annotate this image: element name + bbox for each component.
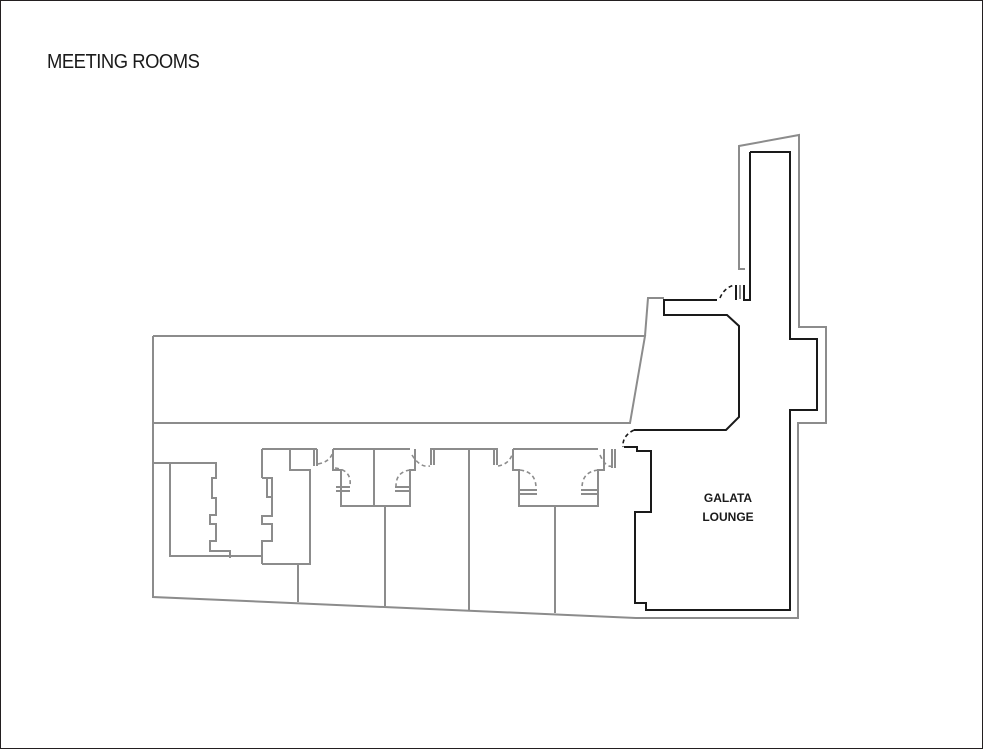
meeting-rooms-row (153, 285, 741, 613)
wall-stub-2 (313, 449, 318, 466)
upper-connector (644, 297, 664, 337)
door-swing-7 (581, 469, 599, 489)
lounge-wall (624, 151, 818, 611)
lounge-door-swings (622, 284, 735, 448)
outer-wall (152, 133, 827, 619)
room-mid-a (332, 448, 416, 507)
room-left-2 (262, 448, 317, 565)
room-corridor (430, 448, 498, 610)
page-title: MEETING ROOMS (47, 51, 200, 73)
galata-lounge-label-line2: LOUNGE (702, 510, 753, 524)
room-mid-stubs (336, 486, 410, 492)
room-right-a (512, 448, 605, 507)
door-swing-4 (395, 469, 411, 487)
lounge-door-swing-1 (719, 284, 735, 299)
door-swing-3 (411, 454, 431, 468)
room-left-1 (153, 462, 231, 558)
building-outline (152, 133, 827, 619)
door-swing-8 (599, 454, 613, 468)
door-swing-1 (317, 451, 334, 465)
room-left-1-inner (169, 463, 262, 557)
room-right-stubs (519, 489, 598, 613)
room-left-2-inner (261, 448, 290, 564)
door-swing-5 (497, 451, 514, 467)
lounge-upper-wall (634, 152, 751, 431)
door-swings (317, 451, 613, 489)
galata-lounge-outline (624, 151, 818, 611)
wall-stub-3 (611, 449, 616, 468)
galata-lounge-label-line1: GALATA (704, 491, 753, 505)
door-swing-6 (519, 469, 537, 489)
room-mid-divider (373, 449, 386, 606)
lounge-door-swing-2 (622, 429, 635, 448)
upper-left-block (153, 335, 647, 424)
door-swing-2 (334, 467, 352, 487)
